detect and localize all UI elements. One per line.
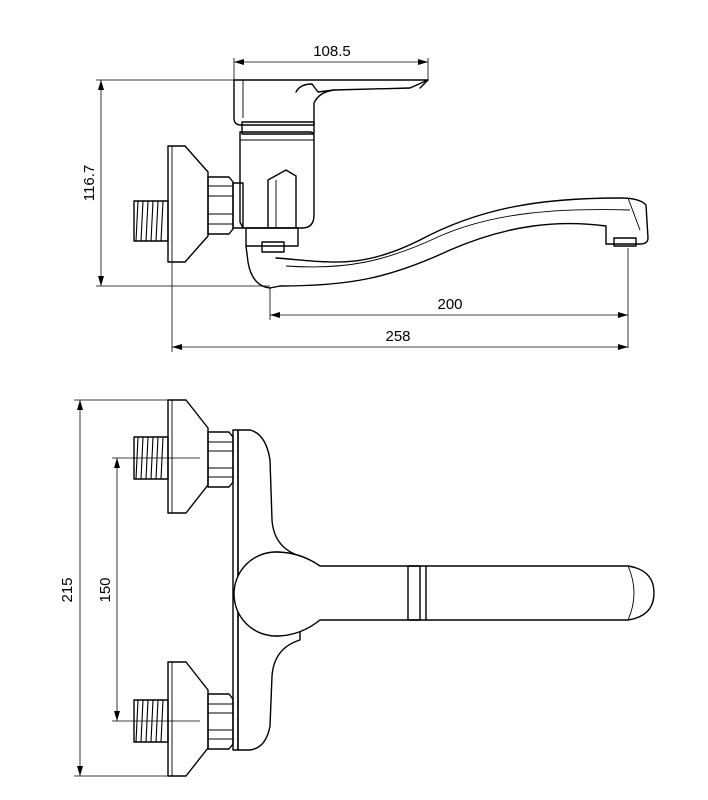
side-spout bbox=[275, 197, 649, 287]
side-spout-swivel bbox=[245, 227, 299, 289]
dim-overall-width: 215 bbox=[59, 399, 186, 777]
dim-overall-width-label: 215 bbox=[59, 577, 76, 602]
side-mixer-body bbox=[239, 121, 315, 229]
top-upper-nut bbox=[207, 431, 234, 488]
top-lower-nut bbox=[207, 693, 234, 750]
top-center-lines bbox=[112, 457, 200, 722]
dim-body-height-label: 116.7 bbox=[81, 165, 98, 201]
top-upper-flange bbox=[167, 399, 209, 514]
dim-spout-reach: 200 bbox=[269, 248, 629, 348]
dim-center-distance-label: 150 bbox=[97, 577, 114, 602]
dim-overall-length-label: 258 bbox=[385, 328, 410, 345]
top-lower-flange bbox=[167, 661, 209, 777]
side-view: 108.5 116.7 200 258 bbox=[81, 43, 649, 352]
dim-lever-length: 108.5 bbox=[233, 43, 429, 80]
top-lever-handle bbox=[233, 551, 427, 637]
dim-body-height: 116.7 bbox=[81, 79, 270, 287]
top-view: 215 150 bbox=[59, 399, 655, 777]
top-spout bbox=[425, 565, 655, 621]
side-wall-flange bbox=[167, 145, 209, 263]
side-lever-handle bbox=[233, 79, 429, 126]
side-threaded-inlet bbox=[133, 200, 169, 242]
dim-spout-reach-label: 200 bbox=[437, 296, 462, 313]
dim-overall-length: 258 bbox=[171, 262, 628, 352]
side-connection-nut bbox=[207, 176, 244, 235]
dim-lever-length-label: 108.5 bbox=[313, 43, 351, 60]
dim-center-distance: 150 bbox=[97, 458, 120, 721]
